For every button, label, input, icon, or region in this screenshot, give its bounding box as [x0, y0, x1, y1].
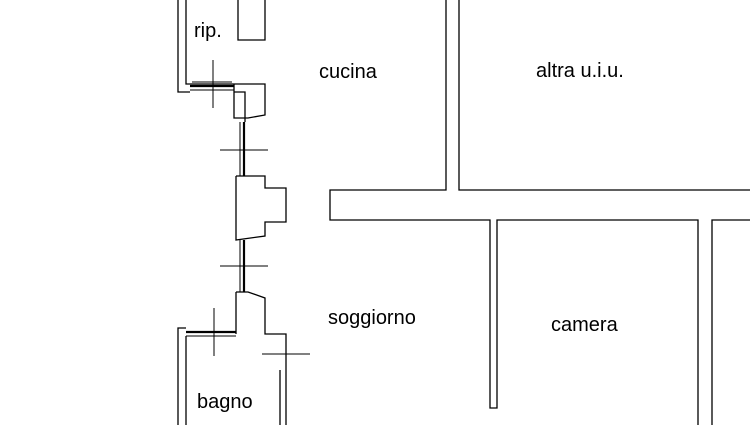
cucina-altra-wall: [329, 0, 750, 425]
facade-pilaster-upper: [233, 83, 266, 122]
room-label-soggiorno: soggiorno: [328, 307, 416, 329]
room-label-camera: camera: [551, 314, 619, 336]
window-upper: [190, 60, 234, 108]
room-label-altra-uiu: altra u.i.u.: [536, 60, 624, 82]
room-label-cucina: cucina: [319, 61, 378, 83]
facade-glazing-upper: [220, 122, 268, 176]
room-label-ripostiglio: rip.: [194, 20, 222, 42]
room-label-bagno: bagno: [197, 391, 253, 413]
ripostiglio-walls: [177, 0, 266, 93]
window-lower: [186, 308, 310, 372]
bagno-walls: [177, 327, 187, 425]
facade-glazing-lower: [220, 240, 268, 292]
facade-pilaster-center: [235, 175, 287, 241]
